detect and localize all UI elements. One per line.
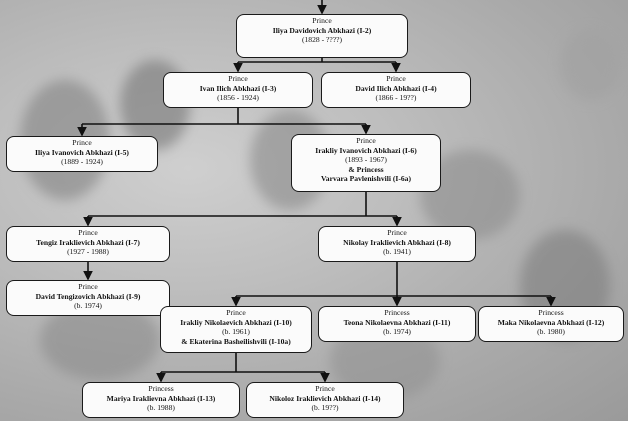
title: Prince [78, 228, 98, 237]
person-node-i5: Prince Iliya Ivanovich Abkhazi (I-5) (18… [6, 136, 158, 172]
spouse-title: & Princess [348, 164, 384, 174]
name: Irakliy Ivanovich Abkhazi (I-6) [315, 145, 417, 155]
title: Prince [72, 138, 92, 147]
title: Prince [386, 74, 406, 83]
dates: (1893 - 1967) [345, 155, 387, 165]
dates: (b. 1974) [383, 327, 411, 337]
dates: (b. 19??) [311, 403, 339, 413]
person-node-i8: Prince Nikolay Iraklievich Abkhazi (I-8)… [318, 226, 476, 262]
title: Prince [78, 282, 98, 291]
name: Irakliy Nikolaevich Abkhazi (I-10) [180, 317, 292, 327]
spouse-name: & Ekaterina Basheilishvili (I-10a) [181, 336, 291, 346]
name: David Ilich Abkhazi (I-4) [355, 83, 437, 93]
name: Nikolay Iraklievich Abkhazi (I-8) [343, 237, 451, 247]
person-node-i10: Prince Irakliy Nikolaevich Abkhazi (I-10… [160, 306, 312, 353]
dates: (1856 - 1924) [217, 93, 259, 103]
person-node-i6: Prince Irakliy Ivanovich Abkhazi (I-6) (… [291, 134, 441, 192]
title: Prince [315, 384, 335, 393]
person-node-i7: Prince Tengiz Iraklievich Abkhazi (I-7) … [6, 226, 170, 262]
name: Maka Nikolaevna Abkhazi (I-12) [497, 317, 605, 327]
title: Princess [148, 384, 174, 393]
name: David Tengizovich Abkhazi (I-9) [35, 291, 141, 301]
title: Prince [228, 74, 248, 83]
title: Prince [312, 16, 332, 25]
person-node-i4: Prince David Ilich Abkhazi (I-4) (1866 -… [321, 72, 471, 108]
dates: (b. 1974) [74, 301, 102, 311]
dates: (1927 - 1988) [67, 247, 109, 257]
title: Prince [356, 136, 376, 145]
name: Teona Nikolaevna Abkhazi (I-11) [343, 317, 451, 327]
person-node-i11: Princess Teona Nikolaevna Abkhazi (I-11)… [318, 306, 476, 342]
spouse-name: Varvara Pavlenishvili (I-6a) [321, 174, 411, 184]
person-node-i9: Prince David Tengizovich Abkhazi (I-9) (… [6, 280, 170, 316]
name: Ivan Ilich Abkhazi (I-3) [199, 83, 277, 93]
name: Mariya Iraklievna Abkhazi (I-13) [106, 393, 216, 403]
name: Nikoloz Iraklievich Abkhazi (I-14) [269, 393, 381, 403]
dates: (b. 1961) [222, 327, 250, 337]
title: Prince [226, 308, 246, 317]
person-node-i13: Princess Mariya Iraklievna Abkhazi (I-13… [82, 382, 240, 418]
dates: (1866 - 19??) [375, 93, 417, 103]
person-node-i12: Princess Maka Nikolaevna Abkhazi (I-12) … [478, 306, 624, 342]
title: Princess [538, 308, 564, 317]
dates: (b. 1941) [383, 247, 411, 257]
name: Tengiz Iraklievich Abkhazi (I-7) [36, 237, 140, 247]
name: Iliya Davidovich Abkhazi (I-2) [272, 25, 372, 35]
title: Prince [387, 228, 407, 237]
person-node-i2: Prince Iliya Davidovich Abkhazi (I-2) (1… [236, 14, 408, 58]
name: Iliya Ivanovich Abkhazi (I-5) [35, 147, 129, 157]
dates: (1828 - ????) [301, 35, 343, 45]
person-node-i14: Prince Nikoloz Iraklievich Abkhazi (I-14… [246, 382, 404, 418]
person-node-i3: Prince Ivan Ilich Abkhazi (I-3) (1856 - … [163, 72, 313, 108]
dates: (b. 1980) [537, 327, 565, 337]
dates: (b. 1988) [147, 403, 175, 413]
dates: (1889 - 1924) [61, 157, 103, 167]
title: Princess [384, 308, 410, 317]
